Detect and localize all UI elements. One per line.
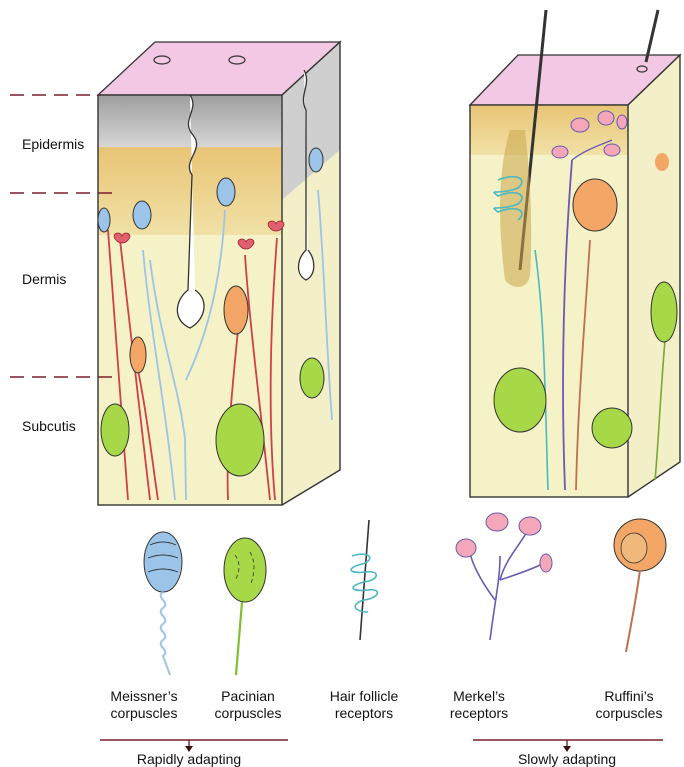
caption-pacinian: Pacinian corpuscles: [193, 688, 303, 722]
caption-hair-follicle-line1: Hair follicle: [309, 688, 419, 705]
pacinian-corpuscle-detail: [224, 538, 266, 675]
caption-merkel: Merkel’s receptors: [424, 688, 534, 722]
caption-meissner: Meissner’s corpuscles: [89, 688, 199, 722]
meissner-corpuscle-detail: [144, 532, 182, 675]
caption-ruffini-line1: Ruffini’s: [574, 688, 684, 705]
caption-ruffini: Ruffini’s corpuscles: [574, 688, 684, 722]
ruffini-corpuscle-detail: [614, 519, 666, 652]
caption-merkel-line2: receptors: [424, 705, 534, 722]
left-skin-block: [98, 42, 340, 505]
label-subcutis: Subcutis: [22, 418, 76, 434]
right-skin-block: [470, 10, 680, 497]
caption-hair-follicle-line2: receptors: [309, 705, 419, 722]
caption-ruffini-line2: corpuscles: [574, 705, 684, 722]
label-slowly-adapting: Slowly adapting: [487, 751, 647, 767]
caption-pacinian-line2: corpuscles: [193, 705, 303, 722]
caption-pacinian-line1: Pacinian: [193, 688, 303, 705]
label-dermis: Dermis: [22, 271, 66, 287]
caption-meissner-line1: Meissner’s: [89, 688, 199, 705]
caption-meissner-line2: corpuscles: [89, 705, 199, 722]
hair-follicle-receptor-detail: [351, 520, 377, 640]
label-rapidly-adapting: Rapidly adapting: [109, 751, 269, 767]
caption-hair-follicle: Hair follicle receptors: [309, 688, 419, 722]
label-epidermis: Epidermis: [22, 136, 84, 152]
caption-merkel-line1: Merkel’s: [424, 688, 534, 705]
merkel-receptor-detail: [456, 513, 552, 640]
